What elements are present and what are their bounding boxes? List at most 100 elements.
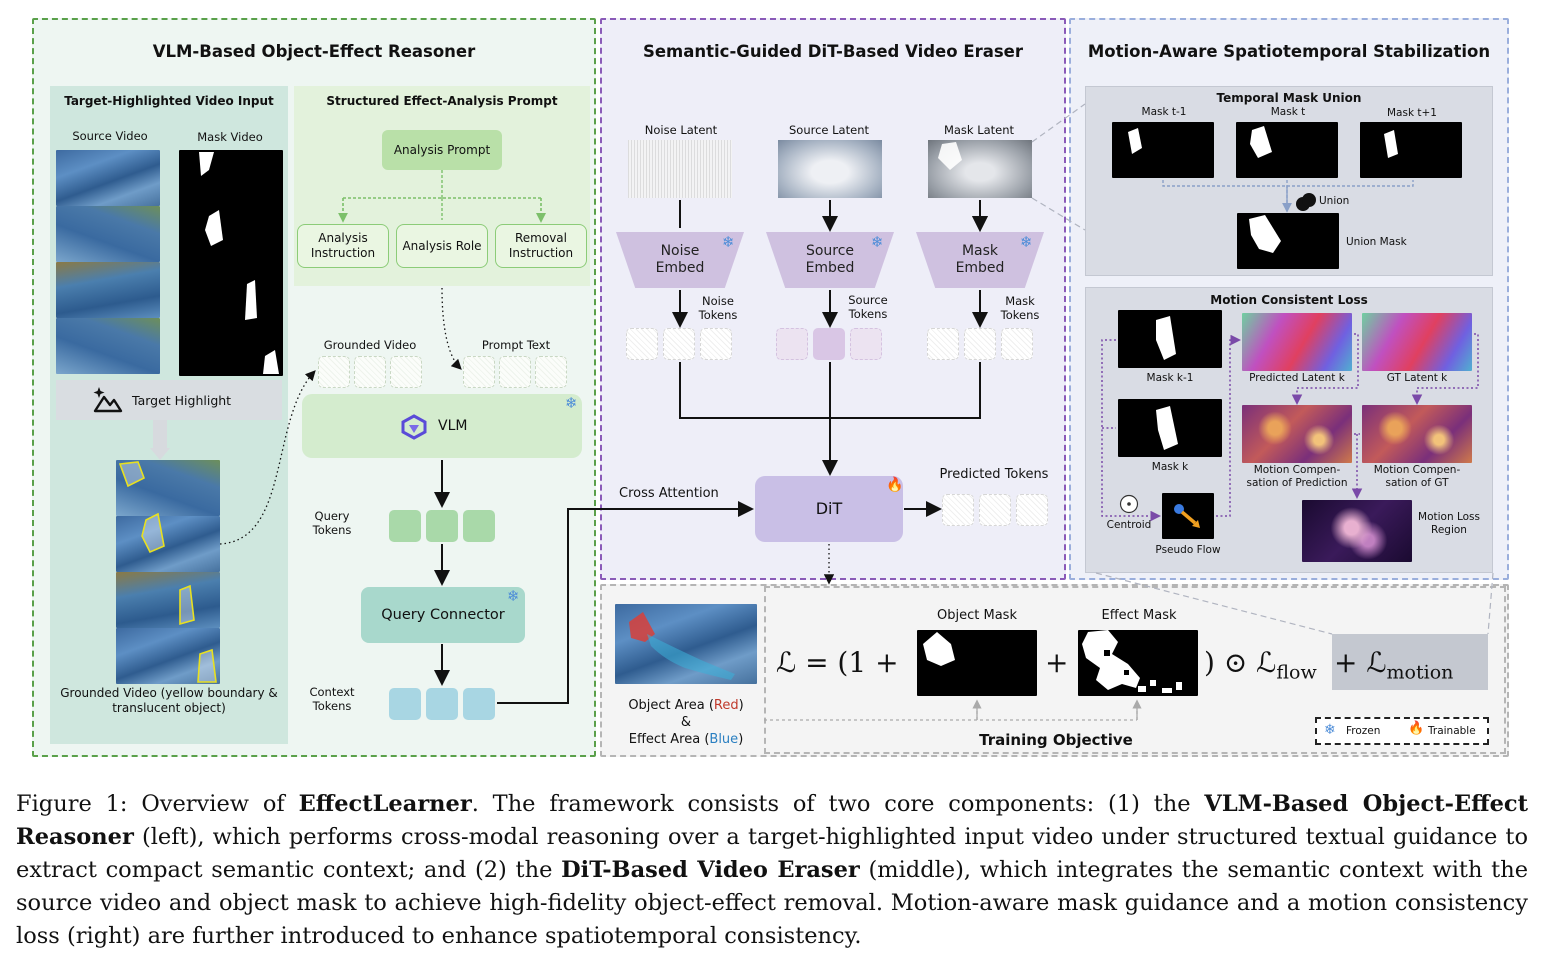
mask-k-label: Mask k bbox=[1151, 461, 1189, 473]
union-mask-shape bbox=[1249, 215, 1281, 253]
formula-motion-term: + ℒmotion bbox=[1334, 646, 1454, 684]
formula-plus: + bbox=[1045, 646, 1069, 679]
query-token-3 bbox=[463, 510, 495, 542]
mask-k-shapes bbox=[1156, 316, 1178, 450]
prompt-token-3 bbox=[535, 356, 567, 388]
predicted-token-2 bbox=[979, 494, 1011, 526]
grounded-frame-1 bbox=[116, 460, 220, 516]
grounded-token-3 bbox=[390, 356, 422, 388]
grounded-frame-2 bbox=[116, 516, 220, 572]
mask-token-3 bbox=[1001, 328, 1033, 360]
pseudo-flow-arrow bbox=[1174, 504, 1200, 528]
prompt-subpanel-title: Structured Effect-Analysis Prompt bbox=[326, 94, 558, 108]
query-connector-box: Query Connector bbox=[361, 587, 525, 643]
formula-right: ) ⊙ ℒflow bbox=[1204, 646, 1317, 684]
grounded-boundaries bbox=[118, 461, 217, 683]
mcl-title: Motion Consistent Loss bbox=[1210, 293, 1368, 307]
query-token-2 bbox=[426, 510, 458, 542]
predicted-latent-label: Predicted Latent k bbox=[1249, 372, 1345, 384]
analysis-role-box: Analysis Role bbox=[396, 224, 488, 268]
mc-prediction-label: Motion Compen- sation of Prediction bbox=[1246, 464, 1348, 490]
fire-icon: 🔥 bbox=[1408, 721, 1425, 736]
effect-mask-label: Effect Mask bbox=[1101, 608, 1177, 623]
predicted-token-3 bbox=[1016, 494, 1048, 526]
source-latent-image bbox=[778, 140, 882, 198]
analysis-prompt-box: Analysis Prompt bbox=[382, 130, 502, 170]
prompt-token-1 bbox=[463, 356, 495, 388]
source-video-label: Source Video bbox=[72, 129, 148, 143]
grounded-token-1 bbox=[318, 356, 350, 388]
object-effect-overlay bbox=[629, 612, 735, 680]
training-objective-label: Training Objective bbox=[979, 731, 1133, 749]
pseudo-flow-label: Pseudo Flow bbox=[1155, 544, 1221, 556]
object-mask-shape bbox=[923, 632, 955, 666]
legend-frozen-label: Frozen bbox=[1346, 725, 1381, 737]
vlm-label: VLM bbox=[438, 418, 468, 434]
snowflake-icon: ❄ bbox=[871, 233, 884, 251]
union-mask-label: Union Mask bbox=[1346, 236, 1407, 248]
cross-attention-label: Cross Attention bbox=[619, 486, 719, 501]
source-token-1 bbox=[776, 328, 808, 360]
grounded-frame-4 bbox=[116, 628, 220, 684]
centroid-label: Centroid bbox=[1106, 519, 1152, 531]
formula-left: ℒ = (1 + bbox=[776, 646, 899, 679]
source-tokens-label: Source Tokens bbox=[848, 293, 888, 322]
predicted-token-1 bbox=[942, 494, 974, 526]
mask-latent-label: Mask Latent bbox=[943, 123, 1015, 137]
vlm-logo-icon bbox=[401, 414, 427, 440]
mask-frame-shapes bbox=[199, 152, 279, 374]
target-highlight-label: Target Highlight bbox=[132, 393, 232, 408]
source-frame-2 bbox=[56, 206, 160, 262]
source-frame-3 bbox=[56, 262, 160, 318]
motion-loss-term-box bbox=[1332, 634, 1488, 690]
noise-token-3 bbox=[700, 328, 732, 360]
removal-instruction-box: Removal Instruction bbox=[495, 224, 587, 268]
left-panel-title: VLM-Based Object-Effect Reasoner bbox=[152, 42, 476, 61]
mc-gt-label: Motion Compen- sation of GT bbox=[1373, 464, 1461, 490]
analysis-instruction-box: Analysis Instruction bbox=[297, 224, 389, 268]
right-panel-title: Motion-Aware Spatiotemporal Stabilizatio… bbox=[1087, 42, 1491, 61]
snowflake-icon: ❄ bbox=[722, 233, 735, 251]
mask-prev-image bbox=[1112, 122, 1214, 178]
mask-frame-stack bbox=[179, 150, 283, 376]
noise-latent-label: Noise Latent bbox=[644, 123, 718, 137]
source-embed-box: Source Embed bbox=[766, 232, 894, 288]
centroid-icon bbox=[1119, 494, 1139, 514]
predicted-tokens-label: Predicted Tokens bbox=[939, 467, 1049, 482]
vlm-box bbox=[302, 394, 582, 458]
context-tokens-label: Context Tokens bbox=[309, 685, 355, 714]
noise-embed-box: Noise Embed bbox=[616, 232, 744, 288]
fire-icon: 🔥 bbox=[886, 477, 904, 493]
snowflake-icon: ❄ bbox=[507, 587, 520, 605]
motion-loss-region-label: Motion Loss Region bbox=[1418, 511, 1480, 537]
mask-token-1 bbox=[927, 328, 959, 360]
gt-latent-image bbox=[1362, 313, 1472, 371]
source-token-2 bbox=[813, 328, 845, 360]
grounded-video-label: Grounded Video bbox=[323, 338, 417, 352]
union-icon bbox=[1296, 193, 1316, 211]
mask-k-prev-label: Mask k-1 bbox=[1146, 372, 1194, 384]
source-frame-1 bbox=[56, 150, 160, 206]
grounded-video-caption: Grounded Video (yellow boundary & transl… bbox=[60, 686, 278, 715]
snowflake-icon: ❄ bbox=[1020, 233, 1033, 251]
source-latent-label: Source Latent bbox=[789, 123, 869, 137]
sparkle-mountain-icon bbox=[93, 387, 123, 413]
mask-prev-label: Mask t-1 bbox=[1141, 106, 1187, 118]
grounded-frame-3 bbox=[116, 572, 220, 628]
noise-tokens-label: Noise Tokens bbox=[698, 294, 738, 323]
grounded-token-2 bbox=[354, 356, 386, 388]
source-frame-4 bbox=[56, 318, 160, 374]
union-label: Union bbox=[1319, 195, 1350, 207]
figure-caption: Figure 1: Overview of EffectLearner. The… bbox=[16, 791, 1529, 949]
mask-next-image bbox=[1360, 122, 1462, 178]
query-token-1 bbox=[389, 510, 421, 542]
noise-latent-image bbox=[628, 140, 732, 198]
noise-token-2 bbox=[663, 328, 695, 360]
prompt-token-2 bbox=[499, 356, 531, 388]
mask-latent-shape bbox=[938, 142, 962, 170]
context-token-1 bbox=[389, 688, 421, 720]
mask-tokens-label: Mask Tokens bbox=[1000, 294, 1040, 323]
legend-box bbox=[1315, 717, 1489, 745]
mask-t-label: Mask t bbox=[1270, 106, 1306, 118]
context-token-2 bbox=[426, 688, 458, 720]
